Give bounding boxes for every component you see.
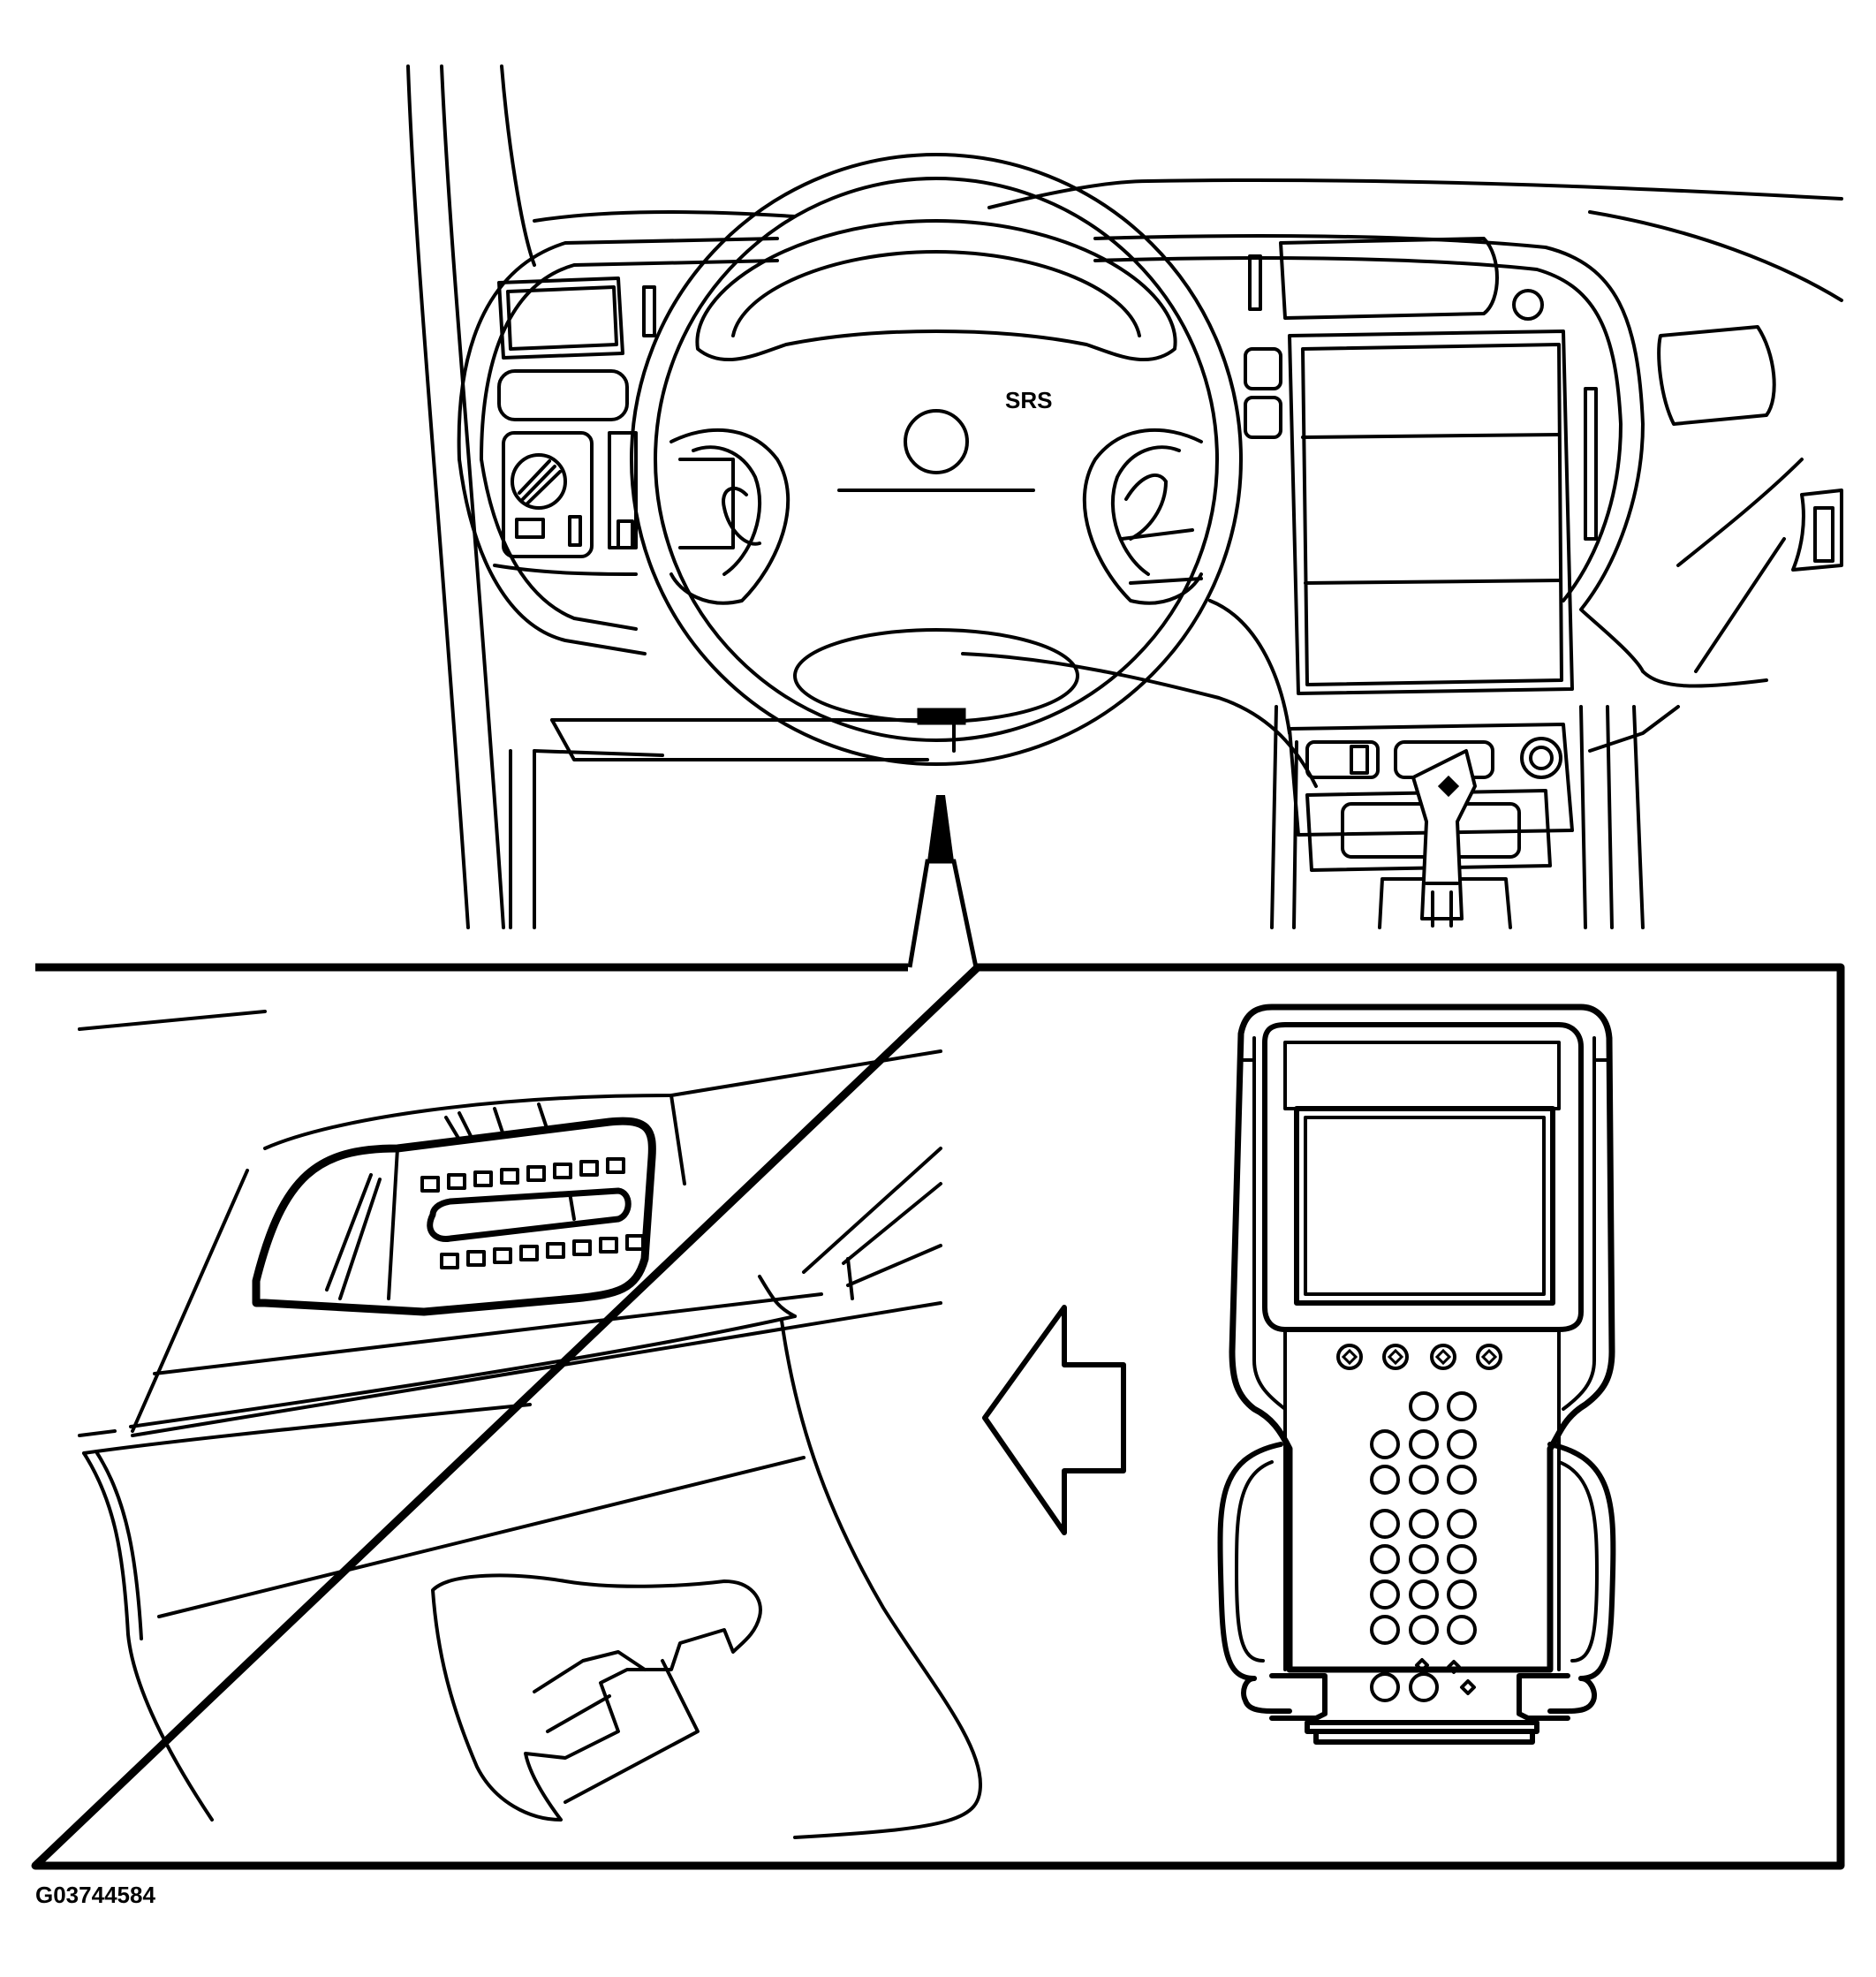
figure-id-label: G03744584 [35, 1882, 155, 1908]
dashboard-underside [78, 1010, 982, 1839]
inset-panel [31, 963, 1845, 1870]
dlc-pin-row-bottom [440, 1234, 645, 1269]
scan-tool-function-keys [1336, 1344, 1502, 1370]
dlc-pin-row-top [420, 1157, 625, 1193]
steering-wheel-icon [630, 153, 1243, 766]
srs-label: SRS [1005, 387, 1052, 413]
scan-tool-keypad [1370, 1391, 1477, 1702]
dlc-connector-icon [252, 1102, 656, 1316]
scan-tool-icon [1217, 1004, 1616, 1745]
dashboard-view: SRS [406, 64, 1843, 929]
arrow-left-icon [982, 1305, 1126, 1535]
